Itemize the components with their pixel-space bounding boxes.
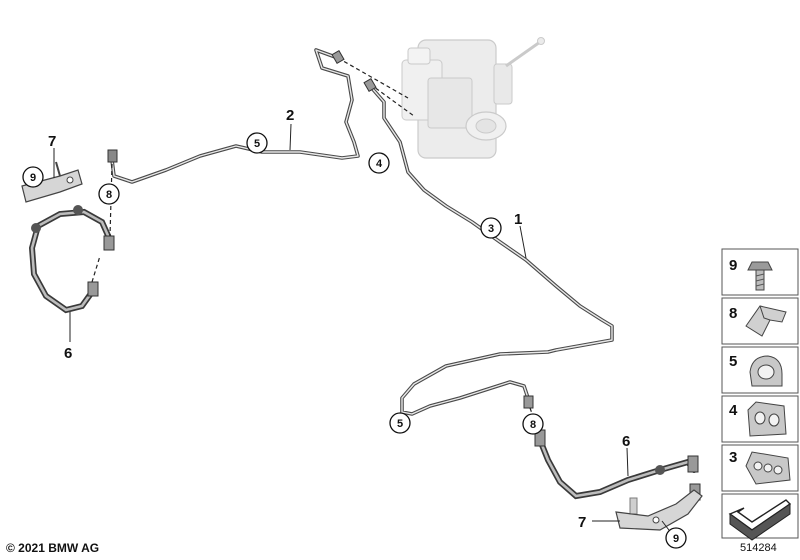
single-pipe-clip-icon	[749, 355, 783, 387]
bracket-clip-icon	[745, 305, 787, 337]
callout-circle-5-upper: 5	[246, 132, 268, 154]
bolt-icon	[747, 261, 773, 291]
brake-line-2	[107, 48, 360, 184]
legend-number-5: 5	[729, 353, 737, 370]
pipe-fitting-lower	[363, 77, 377, 93]
callout-2: 2	[286, 107, 294, 124]
svg-text:5: 5	[254, 138, 260, 150]
callout-circle-9-left: 9	[22, 166, 44, 188]
leader-2	[289, 123, 292, 151]
parts-legend: 9 8 5 4 3	[721, 248, 799, 541]
copyright-text: © 2021 BMW AG	[6, 541, 100, 555]
svg-text:5: 5	[397, 418, 403, 430]
leader-6b	[626, 447, 629, 477]
callout-circle-8-left: 8	[98, 183, 120, 205]
callout-7-left: 7	[48, 133, 56, 150]
brake-booster-unit	[401, 37, 545, 159]
legend-number-9: 9	[729, 257, 737, 274]
svg-text:9: 9	[30, 172, 36, 184]
dash-left-lower	[91, 255, 101, 283]
bracket-right	[615, 489, 703, 531]
brake-hose-right	[534, 429, 701, 501]
legend-number-3: 3	[729, 449, 737, 466]
callout-circle-9-right: 9	[665, 527, 687, 549]
svg-text:4: 4	[376, 158, 383, 170]
callout-6-right: 6	[622, 433, 630, 450]
pipe-fitting-upper	[331, 49, 345, 65]
brake-line-1	[368, 84, 614, 416]
svg-text:8: 8	[530, 419, 536, 431]
legend-number-8: 8	[729, 305, 737, 322]
callout-7-right: 7	[578, 514, 586, 531]
callout-circle-4: 4	[368, 152, 390, 174]
multi-pipe-clip-icon	[745, 451, 791, 485]
bracket-left	[21, 161, 83, 203]
connection-dash-lower	[369, 83, 415, 117]
svg-text:9: 9	[673, 533, 679, 545]
direction-arrow-icon	[728, 499, 792, 541]
brake-hose-left	[28, 205, 115, 314]
double-pipe-clip-icon	[747, 401, 787, 437]
callout-1: 1	[514, 211, 522, 228]
callout-6-left: 6	[64, 345, 72, 362]
callout-circle-3: 3	[480, 217, 502, 239]
pipe-fitting-rear	[523, 395, 534, 409]
svg-text:3: 3	[488, 223, 494, 235]
svg-text:8: 8	[106, 189, 112, 201]
document-number: 514284	[740, 542, 777, 554]
leader-1	[519, 225, 527, 259]
legend-number-4: 4	[729, 402, 738, 419]
callout-circle-5-lower: 5	[389, 412, 411, 434]
callout-circle-8-right: 8	[522, 413, 544, 435]
dash-right-fitting	[529, 407, 539, 431]
bolt-part	[629, 497, 638, 515]
